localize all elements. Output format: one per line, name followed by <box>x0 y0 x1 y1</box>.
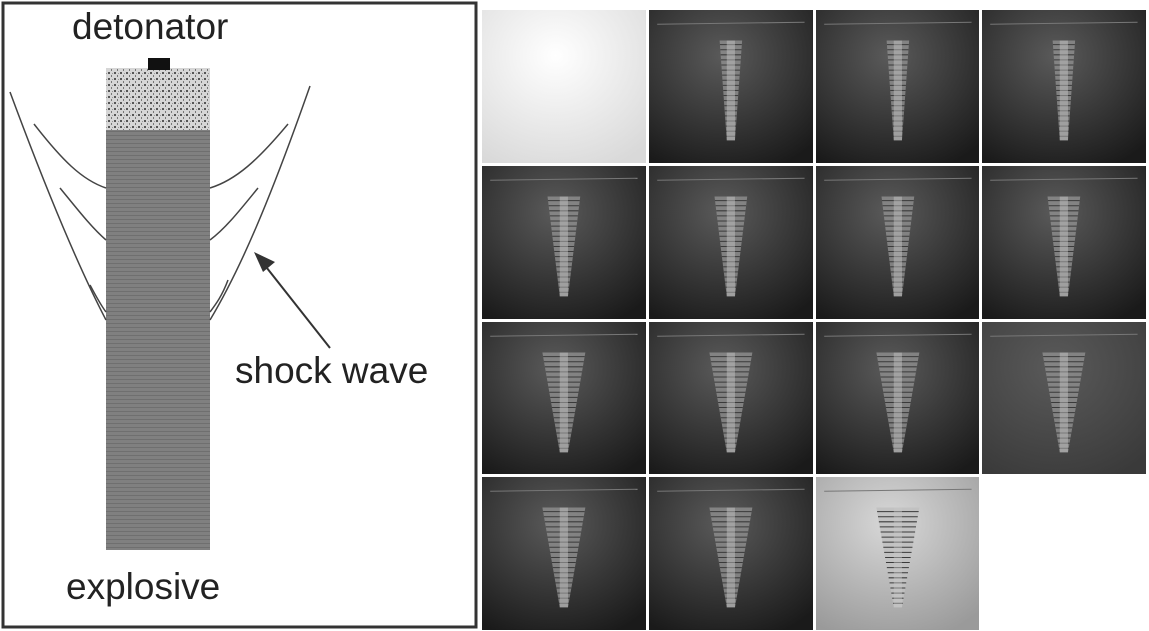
diagram-border <box>3 3 476 627</box>
high-speed-photo-sequence <box>482 0 1149 631</box>
photo-frame <box>649 322 813 475</box>
schematic-drawing <box>0 0 480 631</box>
photo-frame <box>816 322 980 475</box>
photo-frame <box>649 10 813 163</box>
photo-frame <box>982 322 1146 475</box>
detonator-cap <box>148 58 170 70</box>
booster-charge <box>106 68 210 130</box>
photo-frame <box>816 10 980 163</box>
photo-frame <box>982 166 1146 319</box>
photo-frame <box>982 10 1146 163</box>
photo-frame <box>482 477 646 630</box>
shock-wave-label: shock wave <box>235 352 428 389</box>
photo-frame <box>649 477 813 630</box>
photo-frame <box>482 322 646 475</box>
photo-frame <box>649 166 813 319</box>
photo-frame <box>816 477 980 630</box>
frames-grid <box>482 10 1146 630</box>
photo-frame <box>816 166 980 319</box>
photo-frame <box>482 10 646 163</box>
photo-frame <box>482 166 646 319</box>
schematic-diagram: detonator shock wave explosive <box>0 0 480 631</box>
detonator-label: detonator <box>72 8 228 45</box>
explosive-label: explosive <box>66 568 220 605</box>
explosive-column <box>106 130 210 550</box>
photo-frame <box>982 477 1146 630</box>
